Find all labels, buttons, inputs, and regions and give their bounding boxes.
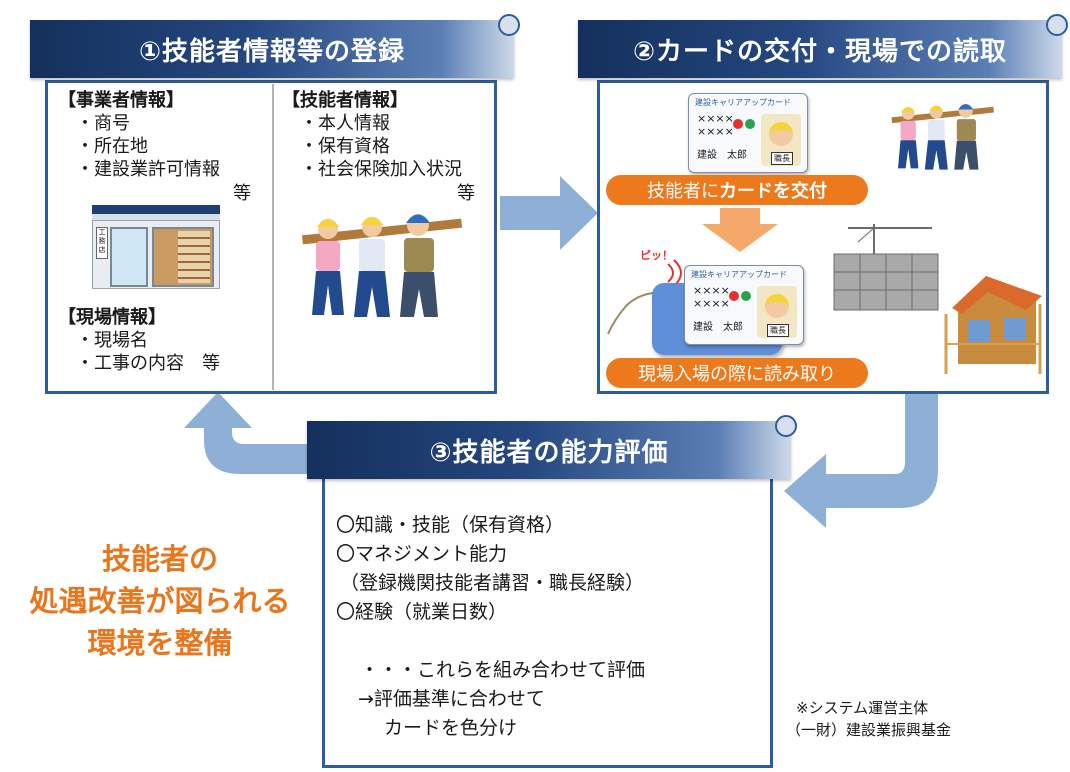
arrow-step1-to-step2 bbox=[500, 176, 598, 250]
slogan-line: 処遇改善が図られる bbox=[29, 584, 291, 618]
card-title: 建設キャリアアップカード bbox=[691, 270, 787, 279]
step1-divider bbox=[272, 84, 274, 390]
card-name: 建設 太郎 bbox=[697, 150, 747, 161]
issue-label-bold: カードを交付 bbox=[719, 181, 827, 202]
step3-title-banner: ③技能者の能力評価 bbox=[307, 415, 797, 479]
down-arrow-icon bbox=[702, 208, 778, 252]
issue-label-prefix: 技能者に bbox=[647, 181, 719, 202]
step3-panel bbox=[322, 476, 773, 768]
issue-card-label: 技能者にカードを交付 bbox=[606, 175, 868, 205]
construction-site-illustration bbox=[833, 224, 1042, 374]
card-stars: ×××× bbox=[697, 125, 734, 138]
worker-item: ・社会保険加入状況 bbox=[300, 159, 462, 180]
card-badge: 職長 bbox=[767, 324, 789, 337]
step3-title: ③技能者の能力評価 bbox=[429, 437, 669, 468]
site-item: ・工事の内容 等 bbox=[76, 353, 220, 374]
scroll-curl-icon bbox=[775, 415, 797, 437]
worker-info-heading: 【技能者情報】 bbox=[282, 90, 408, 111]
evaluation-item: 〇マネジメント能力 bbox=[336, 543, 508, 565]
card-name: 建設 太郎 bbox=[693, 322, 743, 333]
worker-item: ・本人情報 bbox=[300, 113, 390, 134]
step1-title: ①技能者情報等の登録 bbox=[138, 36, 405, 67]
shop-sign: 工務店 bbox=[96, 227, 108, 259]
workers-illustration bbox=[302, 214, 463, 317]
card-badge: 職長 bbox=[771, 152, 793, 165]
business-etc: 等 bbox=[233, 183, 251, 204]
operator-note: （一財）建設業振興基金 bbox=[786, 721, 952, 739]
evaluation-summary: ・・・これらを組み合わせて評価 bbox=[360, 659, 646, 681]
career-card-on-reader: 建設キャリアアップカード ×××× ×××× 建設 太郎 職長 bbox=[684, 265, 804, 345]
step2-title: ②カードの交付・現場での読取 bbox=[632, 36, 1007, 67]
scroll-curl-icon bbox=[1046, 14, 1068, 36]
slogan-line: 環境を整備 bbox=[87, 626, 233, 660]
operator-note: ※システム運営主体 bbox=[796, 699, 929, 717]
beep-text: ピッ！ bbox=[640, 249, 673, 262]
card-stars: ×××× bbox=[693, 284, 730, 297]
evaluation-summary: カードを色分け bbox=[384, 717, 518, 739]
evaluation-item: 〇知識・技能（保有資格） bbox=[336, 514, 565, 536]
career-card: 建設キャリアアップカード ×××× ×××× 建設 太郎 職長 bbox=[688, 93, 808, 173]
card-stars: ×××× bbox=[693, 297, 730, 310]
read-card-label: 現場入場の際に読み取り bbox=[606, 358, 868, 388]
workers-illustration-small bbox=[891, 103, 994, 170]
step1-title-banner: ①技能者情報等の登録 bbox=[30, 14, 520, 78]
shop-illustration: 工務店 bbox=[92, 205, 220, 289]
site-item: ・現場名 bbox=[76, 330, 148, 351]
worker-item: ・保有資格 bbox=[300, 136, 390, 157]
step2-title-banner: ②カードの交付・現場での読取 bbox=[578, 14, 1068, 78]
worker-etc: 等 bbox=[457, 183, 475, 204]
scroll-curl-icon bbox=[498, 14, 520, 36]
evaluation-item: 〇経験（就業日数） bbox=[336, 601, 508, 623]
evaluation-summary: →評価基準に合わせて bbox=[358, 688, 545, 710]
arrow-step3-to-step1 bbox=[184, 392, 312, 474]
business-item: ・所在地 bbox=[76, 136, 148, 157]
business-info-heading: 【事業者情報】 bbox=[58, 90, 184, 111]
arrow-step2-to-step3 bbox=[784, 392, 938, 528]
card-stars: ×××× bbox=[697, 112, 734, 125]
slogan-line: 技能者の bbox=[101, 542, 218, 576]
card-title: 建設キャリアアップカード bbox=[695, 98, 791, 107]
business-item: ・建設業許可情報 bbox=[76, 159, 220, 180]
business-item: ・商号 bbox=[76, 113, 130, 134]
site-info-heading: 【現場情報】 bbox=[58, 307, 166, 328]
evaluation-item: （登録機関技能者講習・職長経験） bbox=[340, 572, 645, 594]
